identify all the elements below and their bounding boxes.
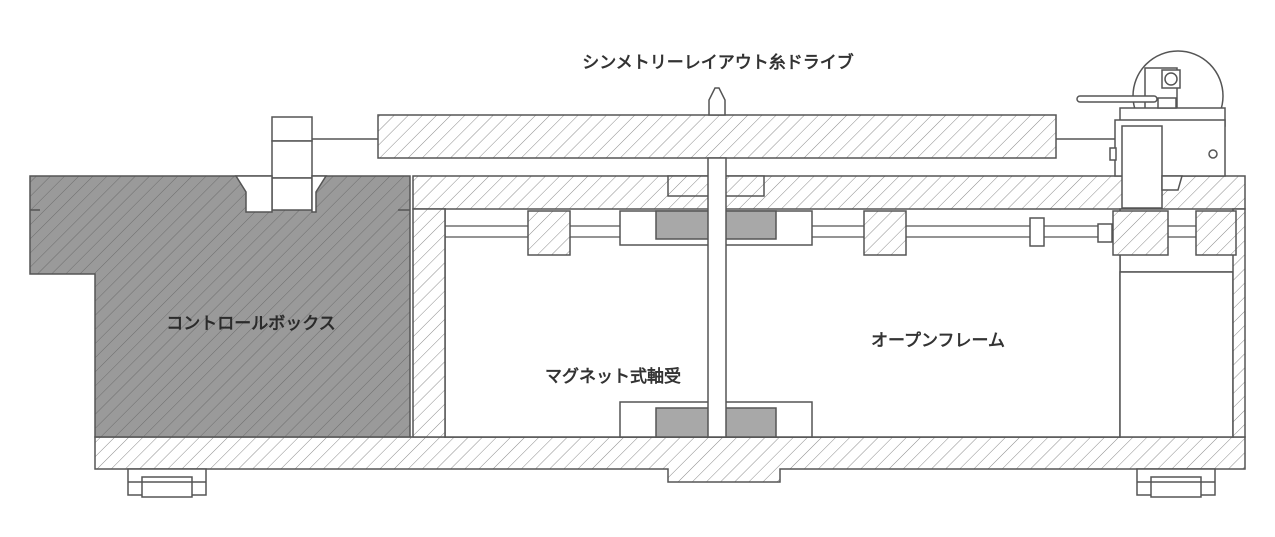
motor-pulley: [271, 116, 313, 211]
control-box: [29, 175, 411, 438]
rod-block-3: [1112, 210, 1169, 256]
base-plate: [94, 436, 1246, 483]
tonearm-arm: [1076, 95, 1158, 103]
rod-block-1: [527, 210, 571, 256]
label-open-frame: オープンフレーム: [871, 330, 1005, 351]
foot-left: [127, 468, 207, 498]
label-drive: シンメトリーレイアウト糸ドライブ: [582, 52, 854, 73]
platter: [377, 114, 1057, 159]
label-control-box: コントロールボックス: [166, 314, 336, 334]
foot-right: [1136, 468, 1216, 498]
label-magnetic-bearing: マグネット式軸受: [545, 366, 681, 387]
rod-block-2: [863, 210, 907, 256]
spindle-tip: [708, 87, 726, 116]
spindle: [707, 157, 727, 438]
rod-block-4: [1195, 210, 1237, 256]
